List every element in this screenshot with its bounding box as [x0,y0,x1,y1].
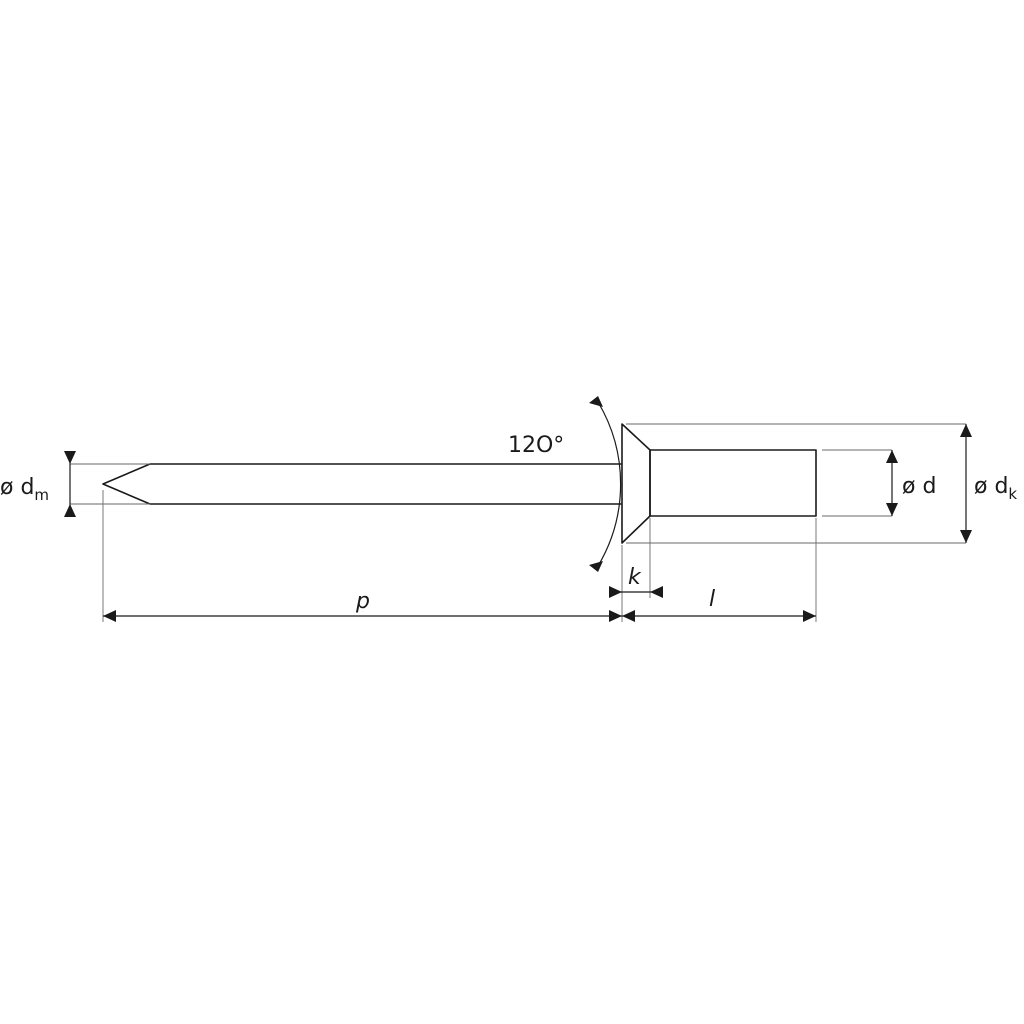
rivet-body [649,449,817,517]
dimension-p [103,610,622,622]
label-k: k [628,565,642,590]
rivet-part [102,423,817,544]
label-dk: ø dk [974,474,1017,503]
mandrel [102,463,622,505]
countersunk-head [621,423,651,544]
dimension-d [886,450,898,516]
label-p: p [355,589,370,614]
dimension-k [609,586,663,598]
dimension-dk [960,424,972,543]
label-l: l [709,587,715,612]
dimension-l [622,610,816,622]
label-dm: ø dm [0,475,49,504]
extension-lines [70,423,966,622]
dimension-angle [589,396,622,572]
label-angle: 12O° [508,433,564,458]
label-d: ø d [902,474,936,499]
dimension-dm [64,451,76,517]
